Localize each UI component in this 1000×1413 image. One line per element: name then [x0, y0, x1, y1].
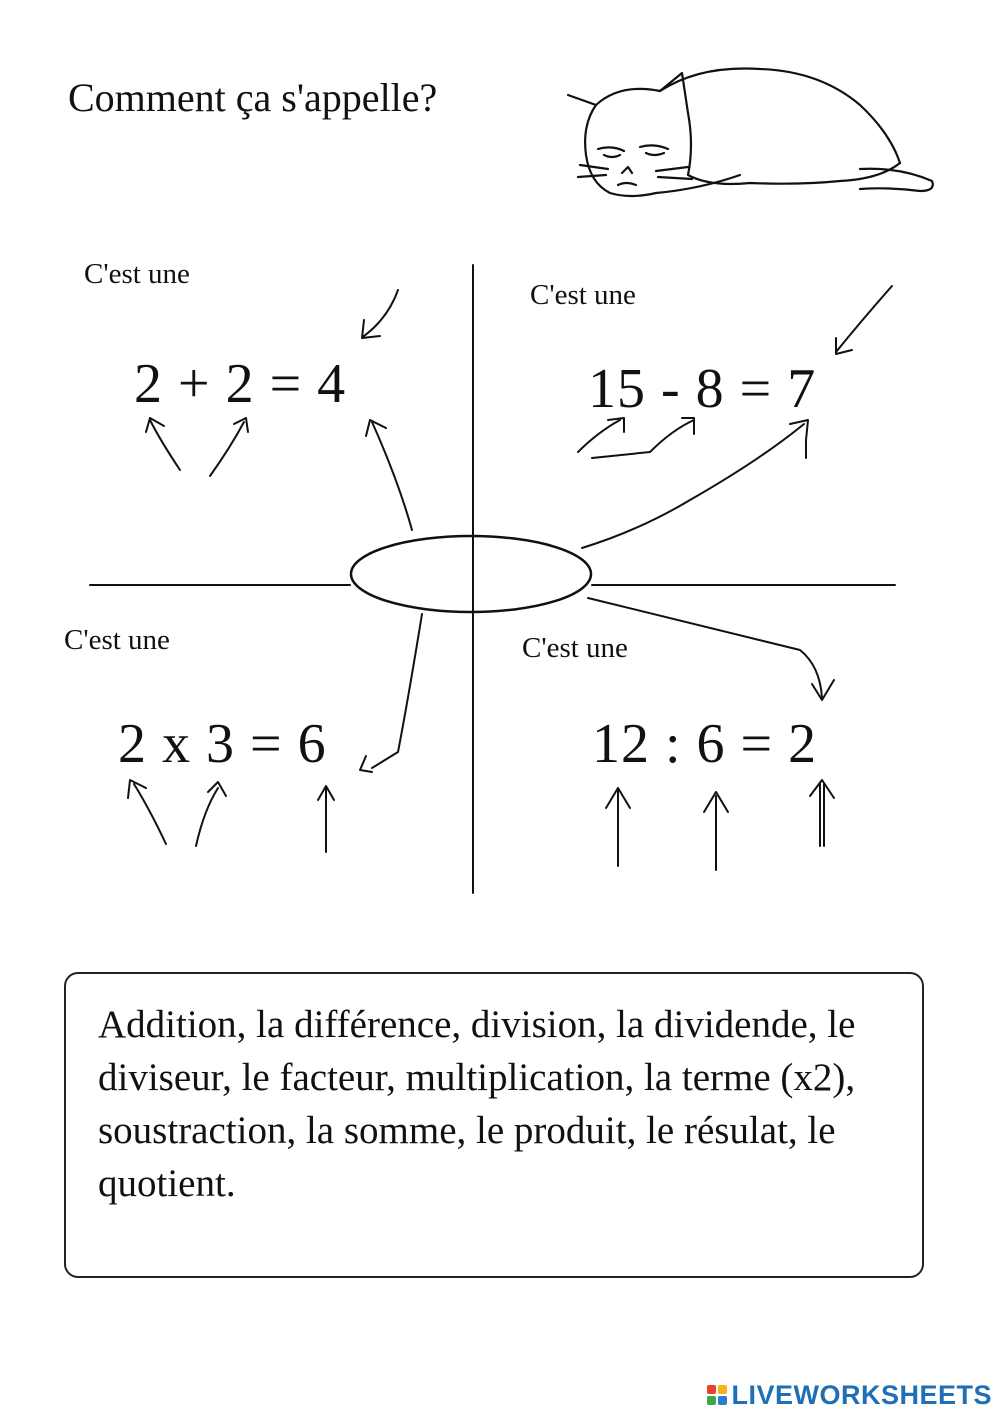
equation-division: 12 : 6 = 2 [592, 713, 818, 775]
arrow-icon [317, 785, 335, 853]
liveworksheets-brand: LIVEWORKSHEETS [707, 1380, 992, 1410]
liveworksheets-logo-icon [707, 1385, 728, 1405]
arrow-icon [127, 779, 167, 845]
equation-multiplication: 2 x 3 = 6 [118, 713, 327, 775]
arrow-icon [703, 791, 729, 871]
arrow-icon [145, 417, 181, 471]
diagram-lines [89, 264, 896, 894]
arrow-icon [809, 779, 835, 847]
arrow-icon [361, 289, 399, 339]
arrow-icon [587, 597, 835, 701]
quadrant-label: C'est une [522, 632, 628, 664]
arrow-icon [577, 417, 625, 453]
word-bank-box: Addition, la différence, division, la di… [64, 972, 924, 1278]
equation-subtraction: 15 - 8 = 7 [588, 358, 817, 420]
word-bank-text: Addition, la différence, division, la di… [98, 1003, 856, 1205]
arrow-icon [195, 781, 227, 847]
cat-drawing [566, 67, 934, 198]
equation-addition: 2 + 2 = 4 [134, 353, 347, 415]
arrow-icon [365, 419, 413, 531]
arrow-icon [209, 417, 249, 477]
worksheet-title: Comment ça s'appelle? [68, 75, 438, 120]
quadrant-label: C'est une [84, 258, 190, 290]
arrow-icon [835, 285, 893, 355]
quadrant-label: C'est une [64, 624, 170, 656]
arrow-icon [605, 787, 631, 867]
quadrant-label: C'est une [530, 279, 636, 311]
brand-name: LIVEWORKSHEETS [731, 1379, 992, 1410]
center-answer-oval [349, 534, 593, 614]
arrow-icon [581, 419, 809, 549]
arrow-icon [359, 613, 423, 773]
arrow-icon [591, 417, 695, 459]
